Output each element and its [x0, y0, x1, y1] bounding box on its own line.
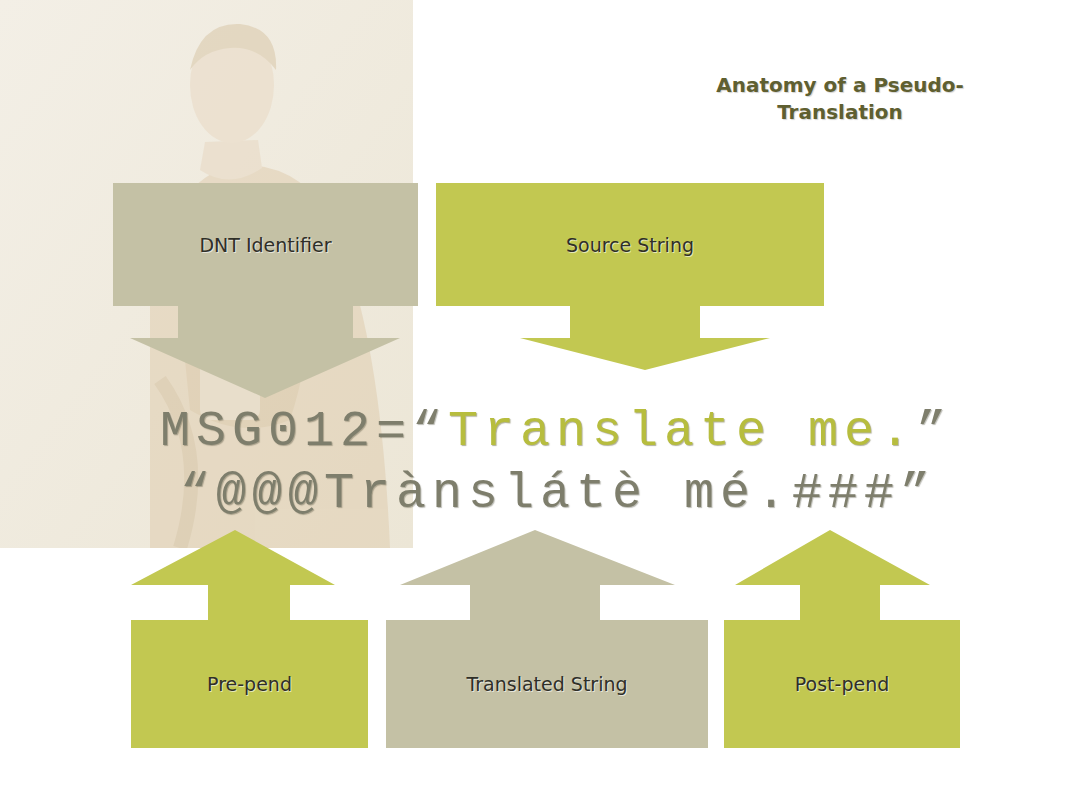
code-token: MSG012=“ — [160, 403, 448, 460]
translated-block-arrow: Translated String — [386, 530, 708, 748]
box-label-holder: Pre-pend — [139, 626, 360, 742]
source-code-line: MSG012=“Translate me.” — [160, 407, 952, 457]
block-arrow-outline — [131, 530, 368, 748]
box-label-holder: DNT Identifier — [121, 189, 410, 300]
block-arrow-outline — [386, 530, 708, 748]
box-label-holder: Translated String — [394, 626, 700, 742]
prepend-block-arrow: Pre-pend — [131, 530, 368, 748]
postpend-block-arrow: Post-pend — [724, 530, 960, 748]
source-block-arrow: Source String — [436, 183, 824, 370]
code-token: ” — [916, 403, 952, 460]
slide-title: Anatomy of a Pseudo-Translation — [690, 72, 990, 126]
source-text: Translate me. — [448, 403, 916, 460]
box-label: Translated String — [466, 673, 627, 695]
block-arrow-outline — [724, 530, 960, 748]
box-label: DNT Identifier — [199, 234, 331, 256]
pseudo-translated-line: “@@@Trànslátè mé.###” — [180, 469, 936, 519]
box-label: Post-pend — [795, 673, 889, 695]
block-arrow-outline — [113, 183, 418, 398]
dnt-block-arrow: DNT Identifier — [113, 183, 418, 398]
box-label: Pre-pend — [207, 673, 292, 695]
box-label-holder: Post-pend — [732, 626, 952, 742]
box-label: Source String — [566, 234, 694, 256]
block-arrow-outline — [436, 183, 824, 370]
box-label-holder: Source String — [444, 189, 816, 300]
